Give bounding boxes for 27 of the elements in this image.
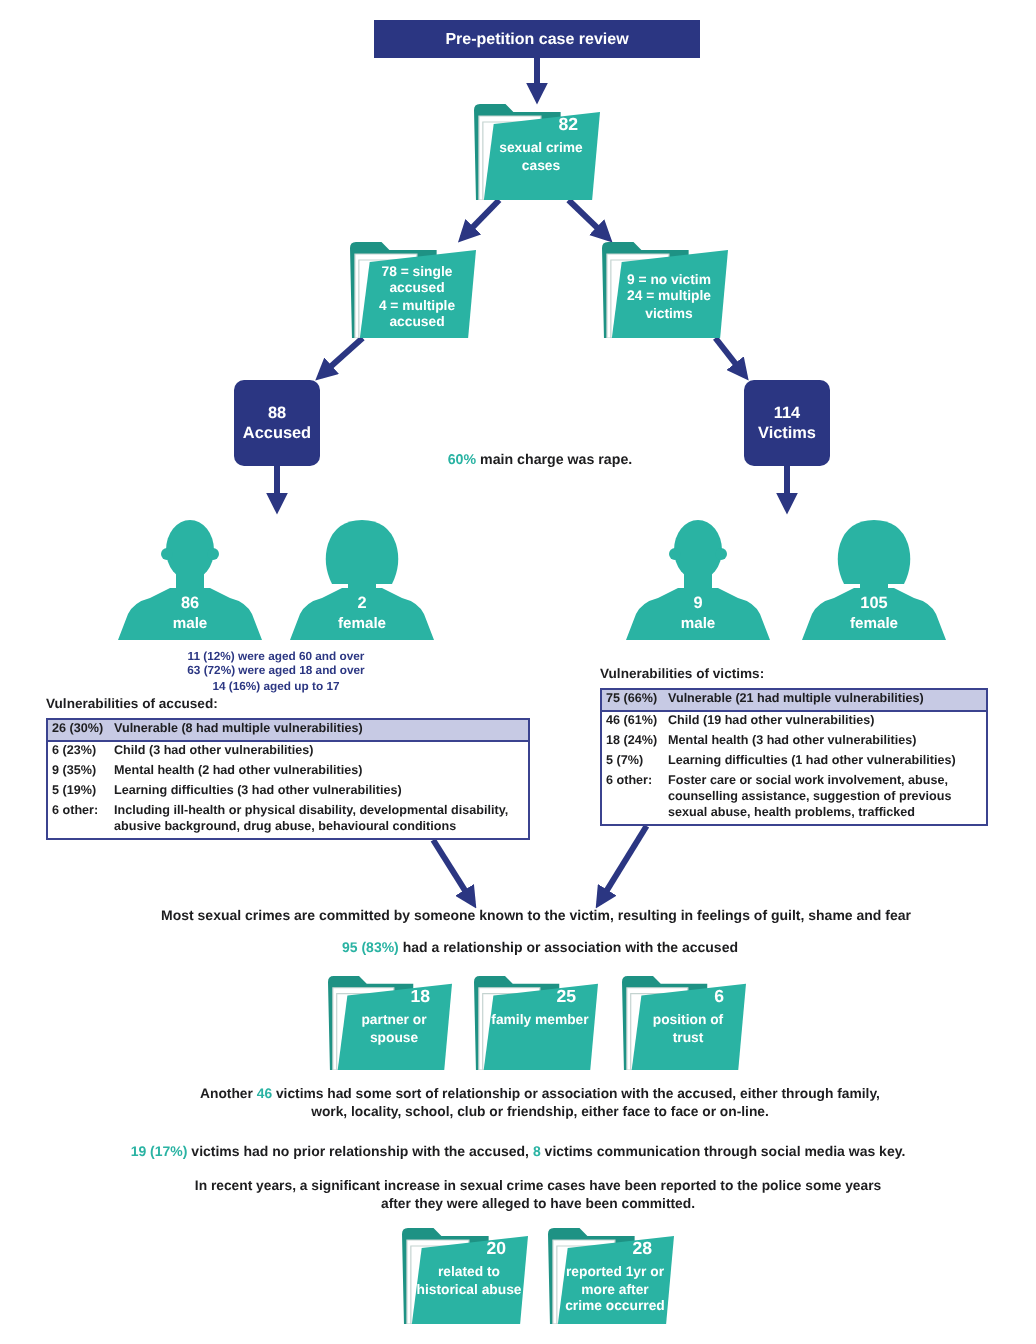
summary-box [234,380,320,466]
arrow [713,336,749,381]
arrow [266,466,288,515]
arrow [526,58,548,105]
arrow [595,824,650,909]
count-number: 2 [357,594,367,612]
count-number: 9 [693,594,703,612]
count-number: 86 [180,594,200,612]
count-number: 6 [714,986,724,1006]
count-number: 18 [410,986,430,1006]
arrow [566,197,613,243]
count-number: 28 [632,1238,652,1258]
count-number: 25 [556,986,576,1006]
heading-text: Pre-petition case review [445,29,629,49]
arrow [776,466,798,515]
category-label: Victims [758,423,816,443]
count-number: 20 [486,1238,506,1258]
arrow [457,197,502,243]
category-label: Accused [242,423,312,443]
count-number: 105 [860,594,888,612]
count-number: 114 [773,403,801,423]
count-number: 88 [267,403,287,423]
title-banner [374,20,700,58]
summary-box [744,380,830,466]
arrow [315,335,365,381]
count-number: 82 [558,114,578,134]
arrow [430,838,477,909]
